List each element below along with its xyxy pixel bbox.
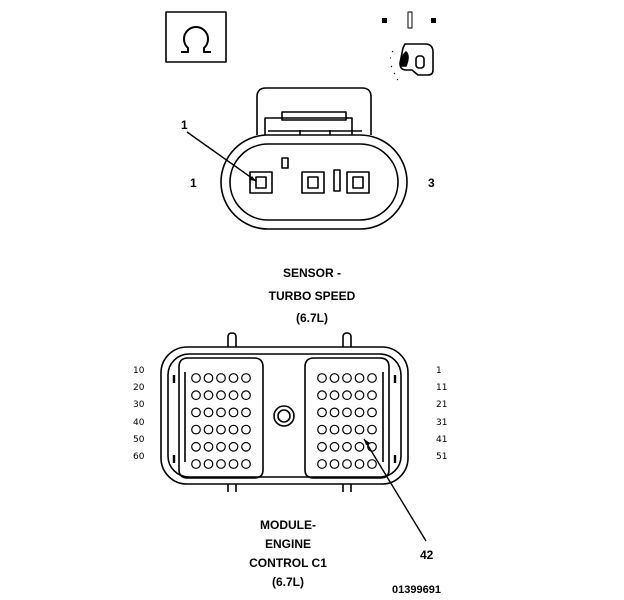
ecm-pin bbox=[317, 424, 327, 435]
ecm-pin bbox=[241, 373, 251, 383]
ecm-pin-number-right: 51 bbox=[436, 452, 448, 462]
ecm-center-boss bbox=[273, 405, 295, 427]
ecm-pin bbox=[367, 407, 377, 418]
module-title-line-4: (6.7L) bbox=[271, 575, 304, 589]
ecm-pin bbox=[329, 407, 340, 418]
ecm-pin-number-right: 21 bbox=[436, 400, 448, 410]
ecm-pin bbox=[203, 441, 214, 452]
ecm-pin bbox=[367, 373, 377, 383]
ecm-pin bbox=[241, 441, 251, 452]
ecm-pin bbox=[342, 390, 352, 401]
ecm-pin bbox=[342, 407, 352, 418]
ecm-pin bbox=[317, 407, 327, 418]
ecm-pin-number-right: 1 bbox=[436, 366, 442, 376]
ecm-pin bbox=[228, 441, 239, 452]
ecm-pin bbox=[342, 441, 352, 452]
ecm-pin-grid-right bbox=[317, 373, 377, 469]
ecm-pin-number-left: 40 bbox=[133, 418, 145, 428]
sensor-title-line-1: SENSOR - bbox=[282, 266, 341, 280]
ecm-pin-number-right: 11 bbox=[436, 383, 448, 393]
ecm-pin bbox=[342, 459, 352, 469]
ecm-pin bbox=[191, 407, 201, 418]
ecm-pin bbox=[329, 390, 340, 401]
ecm-pin bbox=[228, 459, 239, 469]
ecm-pin bbox=[216, 424, 226, 435]
figure-code: 01399691 bbox=[392, 584, 441, 596]
ecm-pin bbox=[329, 459, 340, 469]
ecm-pin bbox=[203, 407, 214, 418]
ecm-pin bbox=[317, 390, 327, 401]
ecm-pin bbox=[354, 441, 365, 452]
sensor-title-line-2: TURBO SPEED bbox=[268, 289, 356, 303]
ecm-pin bbox=[216, 373, 226, 383]
ecm-pin bbox=[317, 373, 327, 383]
ecm-pin bbox=[203, 459, 214, 469]
ecm-pin bbox=[191, 424, 201, 435]
ecm-pin-number-right: 31 bbox=[436, 418, 448, 428]
test-probe-icon bbox=[382, 11, 436, 81]
ecm-pin-grid-left bbox=[191, 373, 251, 469]
module-title-line-1: MODULE- bbox=[260, 518, 316, 532]
ecm-connector bbox=[160, 332, 427, 542]
ecm-pin bbox=[241, 390, 251, 401]
ecm-pin bbox=[216, 407, 226, 418]
ecm-pin bbox=[228, 407, 239, 418]
ecm-pin bbox=[191, 373, 201, 383]
ecm-pin bbox=[228, 390, 239, 401]
sensor-connector bbox=[186, 87, 408, 230]
ecm-pin bbox=[354, 373, 365, 383]
ecm-pin bbox=[367, 390, 377, 401]
sensor-pin-right-label: 3 bbox=[428, 176, 435, 190]
ecm-pin bbox=[228, 373, 239, 383]
ecm-pin bbox=[317, 459, 327, 469]
ecm-pin-number-left: 50 bbox=[133, 435, 145, 445]
ecm-pin-number-left: 20 bbox=[133, 383, 145, 393]
ecm-pin bbox=[342, 373, 352, 383]
ecm-pin bbox=[354, 407, 365, 418]
ecm-pin-number-left: 60 bbox=[133, 452, 145, 462]
ecm-pin bbox=[317, 441, 327, 452]
ecm-pin bbox=[203, 390, 214, 401]
ecm-pin bbox=[203, 424, 214, 435]
sensor-pin-3 bbox=[346, 171, 370, 194]
ecm-pin bbox=[241, 407, 251, 418]
ecm-pin bbox=[367, 424, 377, 435]
ecm-pin-number-left: 30 bbox=[133, 400, 145, 410]
sensor-pin-left-label: 1 bbox=[190, 176, 197, 190]
ecm-pin bbox=[354, 459, 365, 469]
ecm-pin bbox=[228, 424, 239, 435]
ecm-pin bbox=[241, 459, 251, 469]
ecm-callout-leader bbox=[363, 438, 427, 542]
ecm-callout-label: 42 bbox=[420, 548, 434, 562]
sensor-pin-2 bbox=[301, 171, 325, 194]
ecm-pin bbox=[329, 424, 340, 435]
module-title-line-3: CONTROL C1 bbox=[249, 556, 327, 570]
ohm-symbol-icon bbox=[165, 11, 227, 63]
ecm-pin-number-left: 10 bbox=[133, 366, 145, 376]
sensor-callout-label: 1 bbox=[181, 118, 188, 132]
ecm-pin bbox=[216, 390, 226, 401]
ecm-pin bbox=[216, 459, 226, 469]
ecm-pin bbox=[241, 424, 251, 435]
ecm-pin bbox=[354, 390, 365, 401]
ecm-pin bbox=[191, 459, 201, 469]
ecm-pin bbox=[367, 459, 377, 469]
ecm-pin bbox=[329, 441, 340, 452]
ecm-pin bbox=[354, 424, 365, 435]
ecm-pin-number-right: 41 bbox=[436, 435, 448, 445]
sensor-pin-1 bbox=[249, 171, 273, 194]
ecm-pin bbox=[191, 441, 201, 452]
ecm-pin bbox=[203, 373, 214, 383]
module-title-line-2: ENGINE bbox=[264, 537, 311, 551]
ecm-pin bbox=[342, 424, 352, 435]
sensor-callout-leader bbox=[186, 131, 257, 182]
ecm-pin bbox=[329, 373, 340, 383]
ecm-pin bbox=[191, 390, 201, 401]
ecm-pin bbox=[216, 441, 226, 452]
sensor-title-line-3: (6.7L) bbox=[295, 311, 328, 325]
